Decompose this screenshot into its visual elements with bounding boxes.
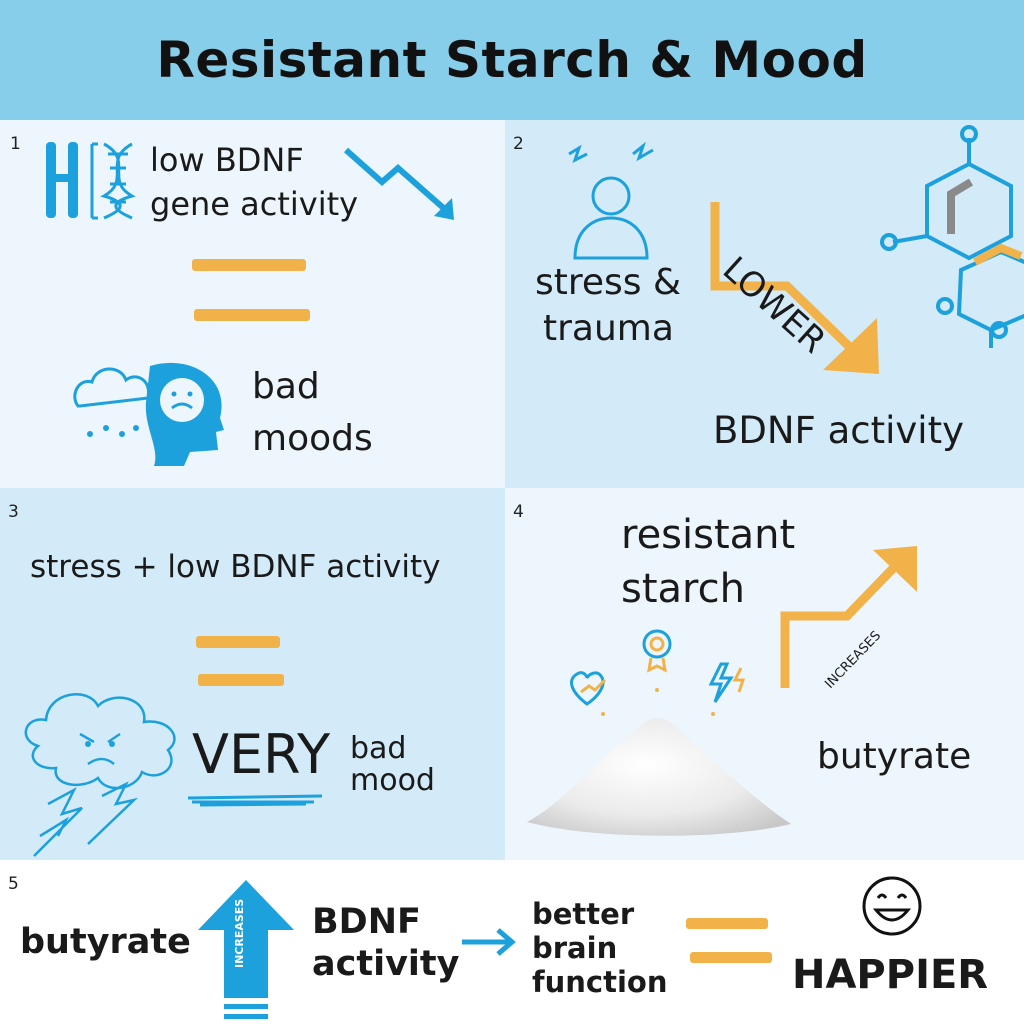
angry-storm-cloud-icon xyxy=(24,692,176,857)
cause-line-2: trauma xyxy=(543,308,674,349)
equals-icon xyxy=(686,918,772,963)
gene-line-1: low BDNF xyxy=(150,141,304,179)
activity-word: activity xyxy=(312,944,460,984)
brain-word: brain xyxy=(532,931,618,965)
heart-icon xyxy=(570,671,607,716)
panel-4: 4 resistant starch INCREASES butyrate xyxy=(505,488,1024,860)
equals-icon xyxy=(196,636,284,686)
smiley-icon xyxy=(862,876,922,936)
up-arrow-icon xyxy=(198,880,294,1019)
bad-word: bad xyxy=(350,731,407,766)
butyrate-word: butyrate xyxy=(20,922,191,962)
right-arrow-icon xyxy=(462,928,516,956)
badge-icon xyxy=(642,629,672,692)
increase-arrow-icon xyxy=(780,546,917,688)
starch-line-1: resistant xyxy=(621,512,796,558)
result-line-1: bad xyxy=(252,366,320,407)
bdnf-word: BDNF xyxy=(312,902,421,942)
gene-line-2: gene activity xyxy=(150,185,359,223)
starch-line-2: starch xyxy=(621,566,745,612)
lightning-icon xyxy=(708,662,746,716)
molecule-icon xyxy=(880,125,1024,348)
increases-label: INCREASES xyxy=(233,898,246,968)
equals-icon xyxy=(192,259,310,321)
very-word: VERY xyxy=(192,723,331,786)
header-banner: Resistant Starch & Mood xyxy=(0,0,1024,120)
panel-5: 5 butyrate INCREASES BDNF activity bette… xyxy=(0,860,1024,1024)
happier-word: HAPPIER xyxy=(792,952,989,998)
chromosome-dna-icon xyxy=(46,142,136,220)
panel-3: 3 stress + low BDNF activity VERY bad mo… xyxy=(0,488,505,860)
function-word: function xyxy=(532,965,668,999)
butyrate-text: butyrate xyxy=(817,736,972,777)
panel-number: 5 xyxy=(8,874,19,894)
result-text: BDNF activity xyxy=(713,409,964,452)
scribble-underline xyxy=(187,794,323,807)
starch-powder-pile xyxy=(527,718,791,836)
lower-arrow-icon xyxy=(710,202,879,374)
down-trend-arrow-icon xyxy=(344,147,454,220)
stressed-person-icon xyxy=(568,141,654,260)
page-title: Resistant Starch & Mood xyxy=(156,31,868,89)
panel-number: 2 xyxy=(513,134,524,154)
panel-number: 4 xyxy=(513,502,524,522)
result-line-2: moods xyxy=(252,418,373,459)
panel-1: 1 low BDNF gene activity bad moods xyxy=(0,120,505,488)
cause-line-1: stress & xyxy=(535,262,682,303)
cause-text: stress + low BDNF activity xyxy=(30,549,441,585)
raincloud-head-icon xyxy=(73,362,224,466)
better-word: better xyxy=(532,897,635,931)
panel-2: 2 stress & trauma LOWER BDNF activity xyxy=(505,120,1024,488)
mood-word: mood xyxy=(350,763,435,798)
panel-number: 3 xyxy=(8,502,19,522)
panel-number: 1 xyxy=(10,134,21,154)
